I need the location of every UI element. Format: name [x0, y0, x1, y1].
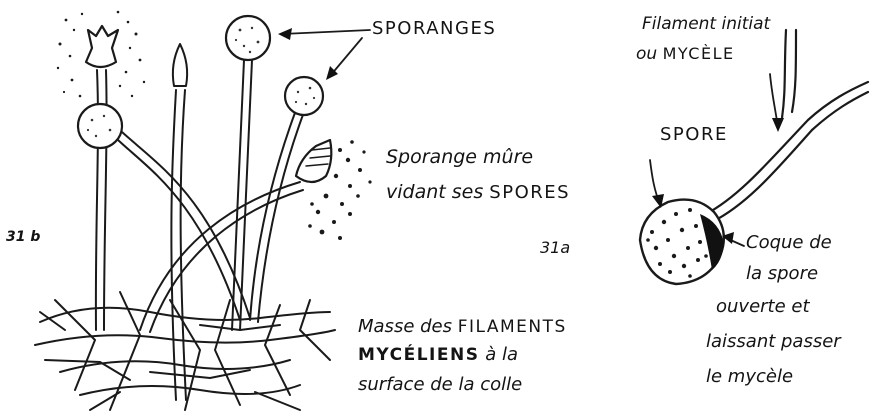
sporange-mure-line2: vidant ses SPORES [386, 183, 570, 202]
spore-label: SPORE [660, 126, 728, 144]
masse-line1-prefix: Masse des [358, 316, 452, 337]
sporange-mure-line1: Sporange mûre [386, 148, 533, 167]
sporange-mure-line2-prefix: vidant ses [386, 181, 483, 203]
spore [640, 200, 724, 284]
ripe-sporange [296, 140, 331, 182]
sporanges-label: SPORANGES [372, 20, 496, 38]
coque-line3: ouverte et [716, 298, 810, 316]
masse-line1: Masse des FILAMENTS [358, 318, 567, 336]
masse-line2-suffix: à la [485, 344, 518, 365]
masse-line3: surface de la colle [358, 376, 522, 394]
filament-line2-prefix: ou [636, 44, 657, 64]
coque-line2: la spore [746, 265, 818, 283]
figure-number-31a: 31a [540, 240, 570, 256]
figure-number-31b: 31 b [6, 230, 40, 244]
filament-line2-caps: MYCÈLE [663, 44, 735, 63]
coque-line4: laissant passer [706, 333, 841, 351]
sporange-mure-line2-caps: SPORES [489, 182, 570, 203]
open-sporange [86, 26, 118, 67]
masse-line1-caps: FILAMENTS [458, 317, 567, 337]
coque-line5: le mycèle [706, 368, 793, 386]
filament-line2: ou MYCÈLE [636, 46, 735, 63]
masse-line2: MYCÉLIENS à la [358, 346, 518, 364]
filament-line1: Filament initiat [642, 16, 770, 33]
masse-line2-caps: MYCÉLIENS [358, 345, 479, 365]
coque-line1: Coque de [746, 234, 832, 252]
sporange-bud [173, 44, 187, 86]
